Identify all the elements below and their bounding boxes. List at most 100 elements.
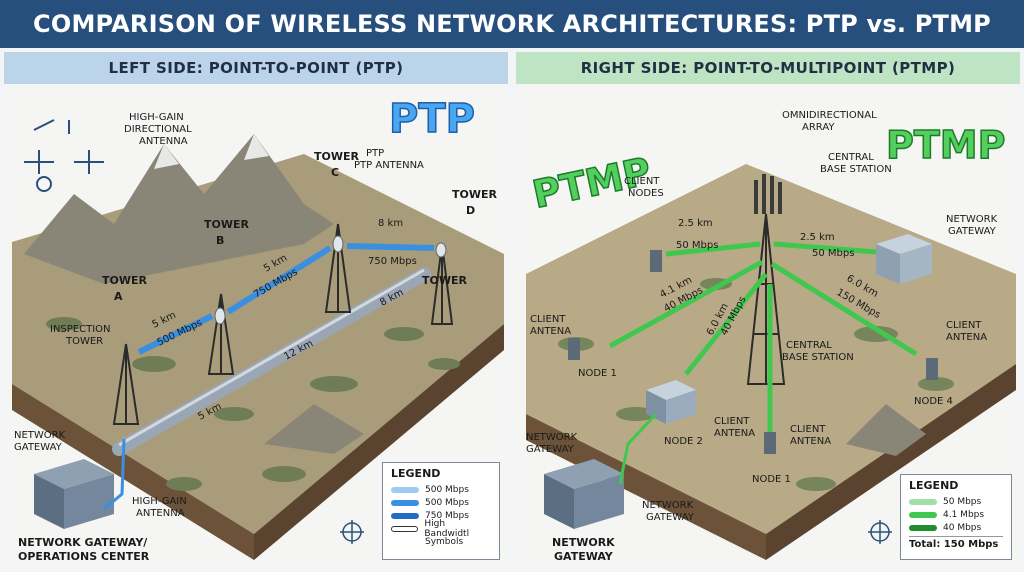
label-bl-gw-1: NETWORK [526, 432, 578, 443]
label-directional: DIRECTIONAL [124, 124, 192, 135]
label-tower-a-letter: A [114, 290, 123, 303]
ptmp-legend-title: LEGEND [909, 479, 959, 492]
label-tower-b: TOWER [204, 218, 250, 231]
ptp-mountain-snow [154, 144, 179, 169]
label-client-ant-mid-3: CLIENT [790, 424, 826, 435]
ptmp-links [608, 241, 918, 434]
ptmp-legend-row-3: 40 Mbps [909, 521, 1003, 534]
ptmp-legend-total: Total: 150 Mbps [909, 536, 1003, 550]
ptp-legend-row-5: Symbols [425, 536, 464, 547]
label-net-gw-1: NETWORK [946, 214, 998, 225]
ptp-diagram: PTP HIGH-GAIN DIRECTIONAL ANTENNA TOWER … [12, 95, 504, 563]
label-bb-gw-2: GATEWAY [554, 550, 614, 563]
label-ops-1: NETWORK GATEWAY/ [18, 536, 148, 549]
label-gateway-2: GATEWAY [14, 442, 63, 453]
label-antenna: ANTENNA [139, 136, 188, 147]
ptmp-gateway-link [618, 412, 658, 485]
label-client-ant-right-2: ANTENA [946, 332, 987, 343]
label-bm-gw-1: NETWORK [642, 500, 694, 511]
ptmp-diagram: PTMP PTMP OMNIDIRECTIONAL ARRAY CENTRAL … [526, 110, 1016, 563]
label-bl-gw-2: GATEWAY [526, 444, 575, 455]
ptp-gateway-box [34, 459, 114, 529]
label-tower-c: TOWER [314, 150, 360, 163]
node2-box [646, 380, 696, 424]
label-central-1: CENTRAL [828, 152, 874, 163]
label-bb-gw-1: NETWORK [552, 536, 615, 549]
label-bm-gw-2: GATEWAY [646, 512, 695, 523]
signal-icons [24, 119, 104, 192]
ptp-link-ab [137, 313, 214, 355]
ptp-heading: LEFT SIDE: POINT-TO-POINT (PTP) [4, 52, 508, 84]
dish-icons [214, 235, 447, 325]
label-tower-c-letter: C [331, 166, 339, 179]
label-node1: NODE 1 [578, 368, 617, 379]
label-inspection-2: TOWER [65, 336, 103, 347]
label-ops-2: OPERATIONS CENTER [18, 550, 150, 563]
label-client-ant-mid-2: ANTENA [714, 428, 755, 439]
ptp-legend: LEGEND 500 Mbps 500 Mbps 750 Mbps High B… [382, 462, 500, 560]
ptmp-badge-right: PTMP [886, 123, 1005, 167]
label-client-nodes-2: NODES [628, 188, 664, 199]
ptp-gateway-link [103, 438, 126, 511]
label-omni-1: OMNIDIRECTIONAL [782, 110, 877, 121]
link-2-dist: 2.5 km [800, 232, 835, 243]
ptmp-terrain-soil [526, 414, 766, 560]
label-omni-2: ARRAY [802, 122, 835, 133]
omni-array-icon [754, 174, 782, 214]
ptp-legend-title: LEGEND [391, 467, 441, 480]
title-bar: COMPARISON OF WIRELESS NETWORK ARCHITECT… [0, 0, 1024, 48]
ptp-legend-row-1: 500 Mbps [391, 483, 491, 496]
tower-a [112, 343, 140, 425]
label-client-ant-mid-4: ANTENA [790, 436, 831, 447]
ptp-badge: PTP [389, 96, 475, 142]
ptp-mountains [24, 134, 334, 284]
ptp-legend-row-2: 500 Mbps [391, 496, 491, 509]
ptmp-legend-row-2: 4.1 Mbps [909, 508, 1003, 521]
label-hg-ant-2: ANTENNA [136, 508, 185, 519]
ptp-legend-row-4: High Bandwidtl [391, 519, 491, 539]
ptp-link-bc [226, 245, 332, 315]
ptp-vegetation [46, 317, 460, 491]
label-central-mid-1: CENTRAL [786, 340, 832, 351]
label-client-ant-left-1: CLIENT [530, 314, 566, 325]
label-tower-d: TOWER [452, 188, 498, 201]
label-gateway-1: NETWORK [14, 430, 66, 441]
label-tower-d-letter: D [466, 204, 475, 217]
ptp-mountain-snow-2 [244, 134, 269, 160]
label-ptp-antenna-2: PTP ANTENNA [354, 160, 424, 171]
base-station-building [876, 234, 932, 284]
label-ptp-antenna-1: PTP [366, 148, 384, 159]
label-client-ant-left-2: ANTENA [530, 326, 571, 337]
link-cd-dist: 8 km [378, 218, 403, 229]
link-1-dist: 2.5 km [678, 218, 713, 229]
central-tower [746, 213, 786, 385]
label-high-gain: HIGH-GAIN [129, 112, 184, 123]
page-title: COMPARISON OF WIRELESS NETWORK ARCHITECT… [33, 10, 991, 38]
ptp-panel: LEFT SIDE: POINT-TO-POINT (PTP) [4, 52, 508, 568]
pipeline [112, 267, 431, 456]
label-central-2: BASE STATION [820, 164, 892, 175]
label-inspection-1: INSPECTION [50, 324, 111, 335]
link-cd-rate: 750 Mbps [368, 256, 417, 267]
pipeline-highlight [118, 268, 425, 447]
ptmp-gateway-box [544, 459, 624, 529]
label-tower-plain: TOWER [422, 274, 468, 287]
label-node4: NODE 4 [914, 396, 953, 407]
ptmp-legend-row-1: 50 Mbps [909, 495, 1003, 508]
ptmp-heading: RIGHT SIDE: POINT-TO-MULTIPOINT (PTMP) [516, 52, 1020, 84]
crosshair-icon [340, 520, 364, 544]
crosshair-icon-right [868, 520, 892, 544]
link-1-rate: 50 Mbps [676, 240, 718, 251]
ptmp-panel: RIGHT SIDE: POINT-TO-MULTIPOINT (PTMP) [516, 52, 1020, 568]
ptp-link-cd [346, 243, 435, 251]
label-client-nodes-1: CLIENT [624, 176, 660, 187]
ptmp-legend: LEGEND 50 Mbps 4.1 Mbps 40 Mbps Total: 1… [900, 474, 1012, 560]
ptp-terrain-soil-right [254, 324, 504, 560]
label-net-gw-2: GATEWAY [948, 226, 997, 237]
client-node-icons [568, 250, 938, 454]
ptp-small-hill [264, 404, 364, 454]
label-node2: NODE 2 [664, 436, 703, 447]
label-client-ant-right-1: CLIENT [946, 320, 982, 331]
label-client-ant-mid-1: CLIENT [714, 416, 750, 427]
ptp-legend-row-3: 750 Mbps [391, 509, 491, 522]
